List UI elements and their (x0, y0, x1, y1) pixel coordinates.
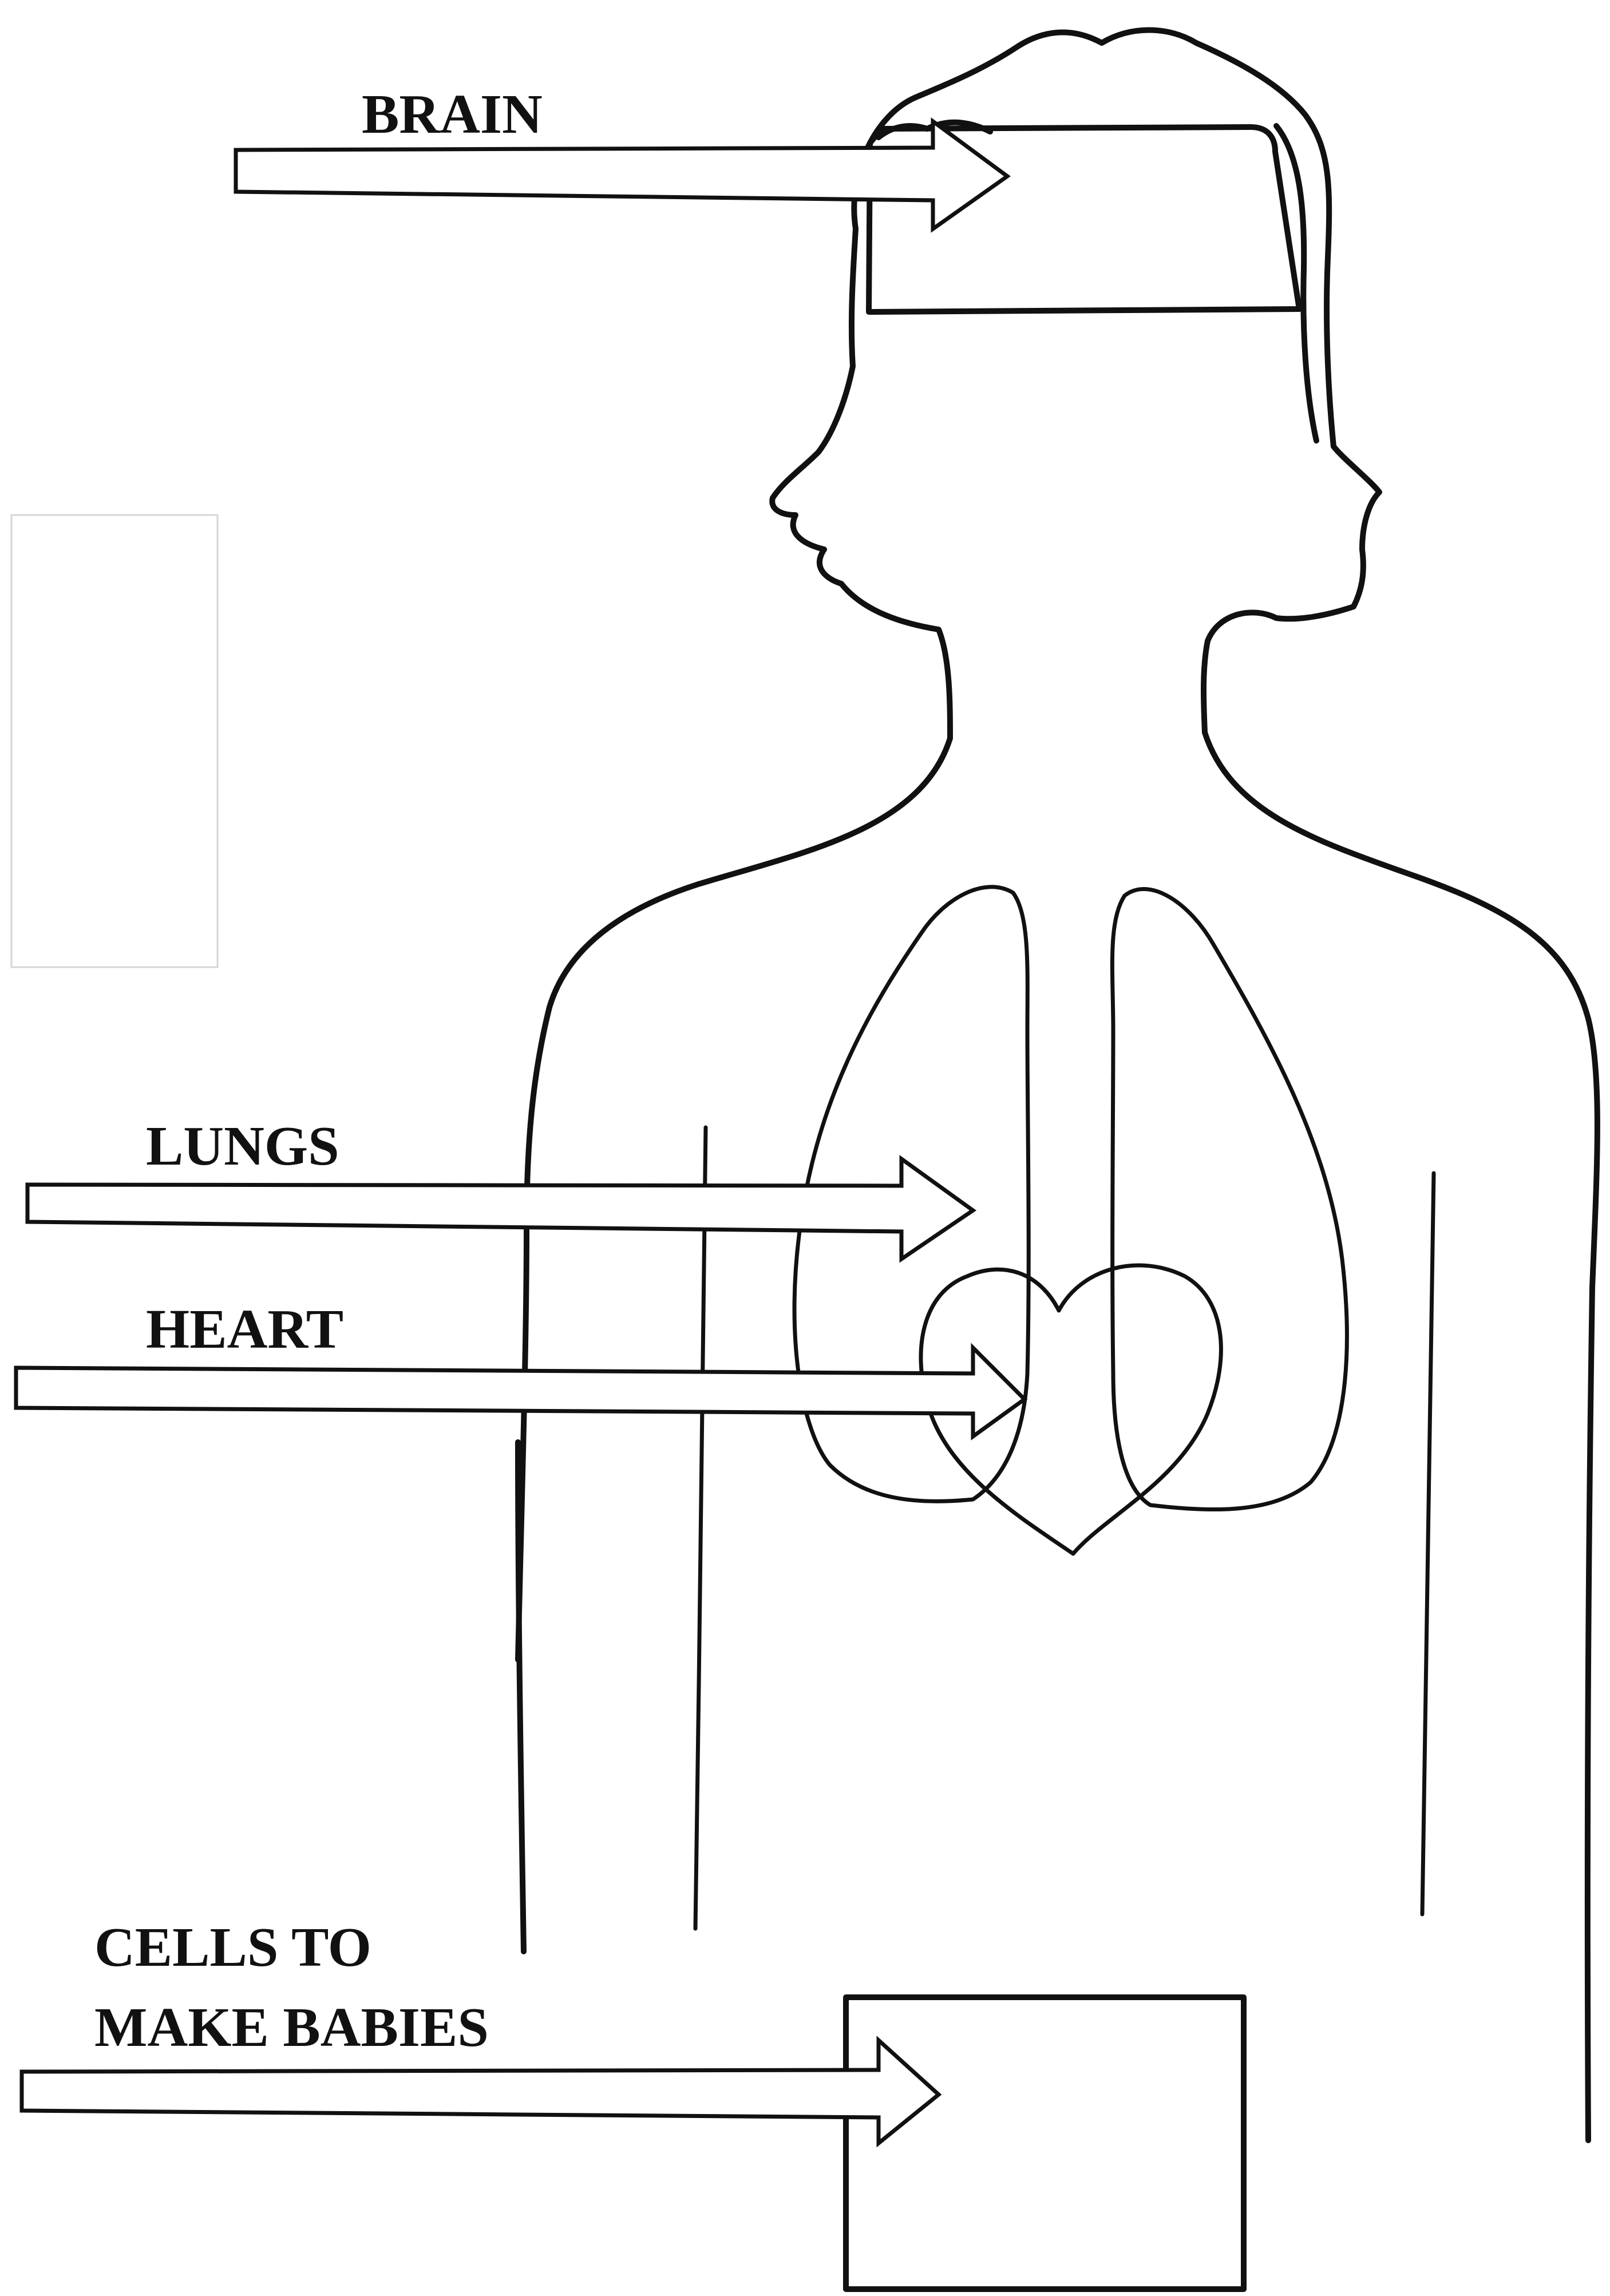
heart-label: HEART (146, 1299, 343, 1360)
cells-label-line2: MAKE BABIES (94, 1997, 489, 2059)
lungs-label: LUNGS (146, 1115, 339, 1177)
heart-arrow (16, 1348, 1024, 1436)
cells-label-line1: CELLS TO (94, 1917, 371, 1978)
cells-box (846, 1997, 1244, 2289)
right-torso-line (1422, 1173, 1434, 1914)
left-torso-line (695, 1127, 706, 1929)
right-lung (1112, 889, 1347, 1510)
right-shoulder-outline (1205, 733, 1597, 2140)
brain-arrow (236, 121, 1007, 229)
show-through-frame (11, 515, 217, 967)
face-outline (772, 229, 950, 738)
brain-label: BRAIN (362, 84, 543, 145)
